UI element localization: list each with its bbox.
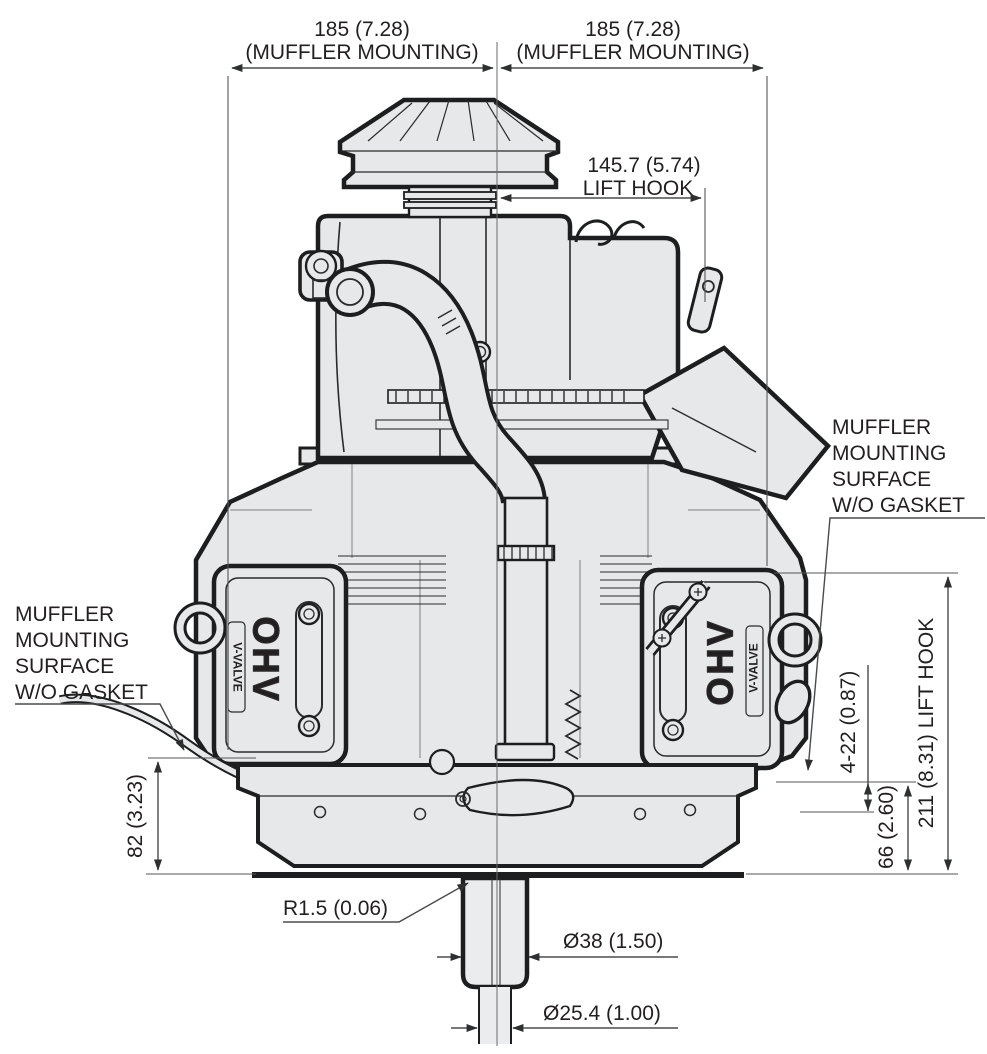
side-loop-left (173, 601, 227, 655)
callout-line: SURFACE (832, 468, 931, 491)
dim-185-left-value: 185 (7.28) (314, 18, 410, 41)
cooling-fins (338, 555, 652, 605)
leader-muffler-right (804, 517, 985, 771)
cover-bolt (661, 718, 685, 742)
dim-82: 82 (3.23) (124, 774, 147, 858)
extension-lines (146, 42, 958, 1046)
v-valve-marking-left: V-VALVE (230, 642, 244, 692)
leader-fillet (283, 882, 469, 923)
air-cleaner (337, 97, 561, 219)
governor-linkage (428, 689, 582, 817)
dim-shaft-step: Ø38 (1.50) (563, 930, 663, 953)
dim-185-left-label: (MUFFLER MOUNTING) (245, 41, 478, 64)
pipe-end-cap (325, 267, 375, 317)
carburetor-riser (503, 496, 549, 750)
callout-muffler-left: MUFFLER MOUNTING SURFACE W/O GASKET (15, 603, 148, 704)
cover-bolt (297, 602, 321, 626)
callout-line: W/O GASKET (15, 681, 148, 704)
dim-shaft: Ø25.4 (1.00) (543, 1002, 661, 1025)
dim-lift-hook-offset-value: 145.7 (5.74) (587, 154, 700, 177)
leader-muffler-left (15, 703, 185, 751)
callout-line: MOUNTING (15, 629, 129, 652)
fuel-bowl (428, 748, 456, 776)
callout-line: MOUNTING (832, 442, 946, 465)
oil-filler-cap (298, 249, 344, 302)
dim-211-lift-hook: 211 (8.31) LIFT HOOK (915, 618, 938, 828)
hose-clamp (496, 544, 556, 562)
dim-185-right-value: 185 (7.28) (585, 18, 681, 41)
dim-lift-hook-offset-label: LIFT HOOK (583, 177, 693, 200)
callout-line: MUFFLER (832, 416, 931, 439)
throttle-linkage (574, 219, 646, 246)
valve-cover-left: OHV V-VALVE (211, 563, 349, 767)
v-valve-plaque (745, 625, 764, 717)
air-cleaner-ribs (342, 99, 557, 173)
chute-seam (671, 407, 757, 453)
cover-bolt (297, 714, 321, 738)
dimension-lines (153, 63, 953, 1033)
dim-185-right-label: (MUFFLER MOUNTING) (516, 41, 749, 64)
callout-muffler-right: MUFFLER MOUNTING SURFACE W/O GASKET (832, 416, 965, 517)
callout-line: MUFFLER (15, 603, 114, 626)
callout-line: W/O GASKET (832, 494, 965, 517)
dim-66: 66 (2.60) (875, 785, 898, 869)
intake-pipe (325, 259, 556, 762)
pto-shaft (460, 875, 530, 1044)
governor-spring (564, 689, 582, 760)
ohv-marking-left: OHV (245, 616, 286, 703)
block-seam-lines (230, 464, 760, 758)
ohv-marking-right: OHV (700, 618, 741, 705)
shaft-lower (480, 987, 510, 1044)
dim-4-22: 4-22 (0.87) (837, 671, 860, 774)
leader-lines (15, 517, 985, 923)
dim-fillet: R1.5 (0.06) (283, 897, 388, 920)
v-valve-marking-right: V-VALVE (747, 643, 761, 693)
engine-illustration: OHV V-VALVE OHV V-VALVE (59, 97, 832, 1044)
discharge-chute (636, 345, 832, 501)
valve-cover-right: OHV V-VALVE (639, 567, 785, 771)
callout-line: SURFACE (15, 655, 114, 678)
side-loop-right (767, 612, 823, 725)
carburetor-flange (494, 742, 556, 762)
annotations: 185 (7.28) (MUFFLER MOUNTING) 185 (7.28)… (15, 18, 965, 1025)
